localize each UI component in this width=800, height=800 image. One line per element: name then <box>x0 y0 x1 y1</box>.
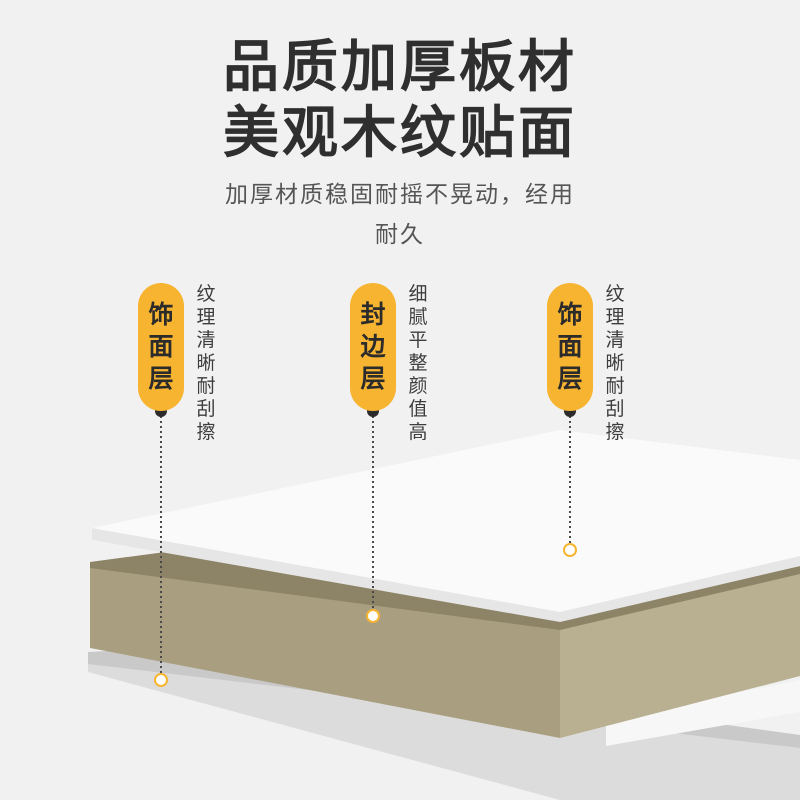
callout-label-middle: 封边层 <box>360 300 386 393</box>
top-surface-panel <box>92 430 800 620</box>
callout-pill-right: 饰面层 <box>547 283 593 411</box>
connector-end-middle <box>366 609 380 623</box>
bottom-surface-layer <box>88 658 800 800</box>
subtitle-line-2: 耐久 <box>375 222 425 248</box>
headline-line-1: 品质加厚板材 <box>223 35 577 100</box>
callout-pill-middle: 封边层 <box>350 283 396 411</box>
callout-label-right: 饰面层 <box>557 300 583 393</box>
callout-description-right: 纹理清晰耐刮擦 <box>605 283 625 443</box>
core-board-top <box>90 552 800 632</box>
top-surface-edge <box>92 528 800 622</box>
subtitle-line-1: 加厚材质稳固耐摇不晃动，经用 <box>225 182 575 208</box>
callout-description-left: 纹理清晰耐刮擦 <box>196 283 216 443</box>
callout-pill-left: 饰面层 <box>138 283 184 411</box>
connector-end-left <box>154 673 168 687</box>
connector-end-right <box>563 543 577 557</box>
core-board-side <box>560 574 800 738</box>
headline-line-2: 美观木纹贴面 <box>223 101 577 166</box>
core-board-face <box>90 568 560 738</box>
callout-description-middle: 细腻平整颜值高 <box>408 283 428 443</box>
right-edge-strip <box>606 680 800 746</box>
callout-label-left: 饰面层 <box>148 300 174 393</box>
